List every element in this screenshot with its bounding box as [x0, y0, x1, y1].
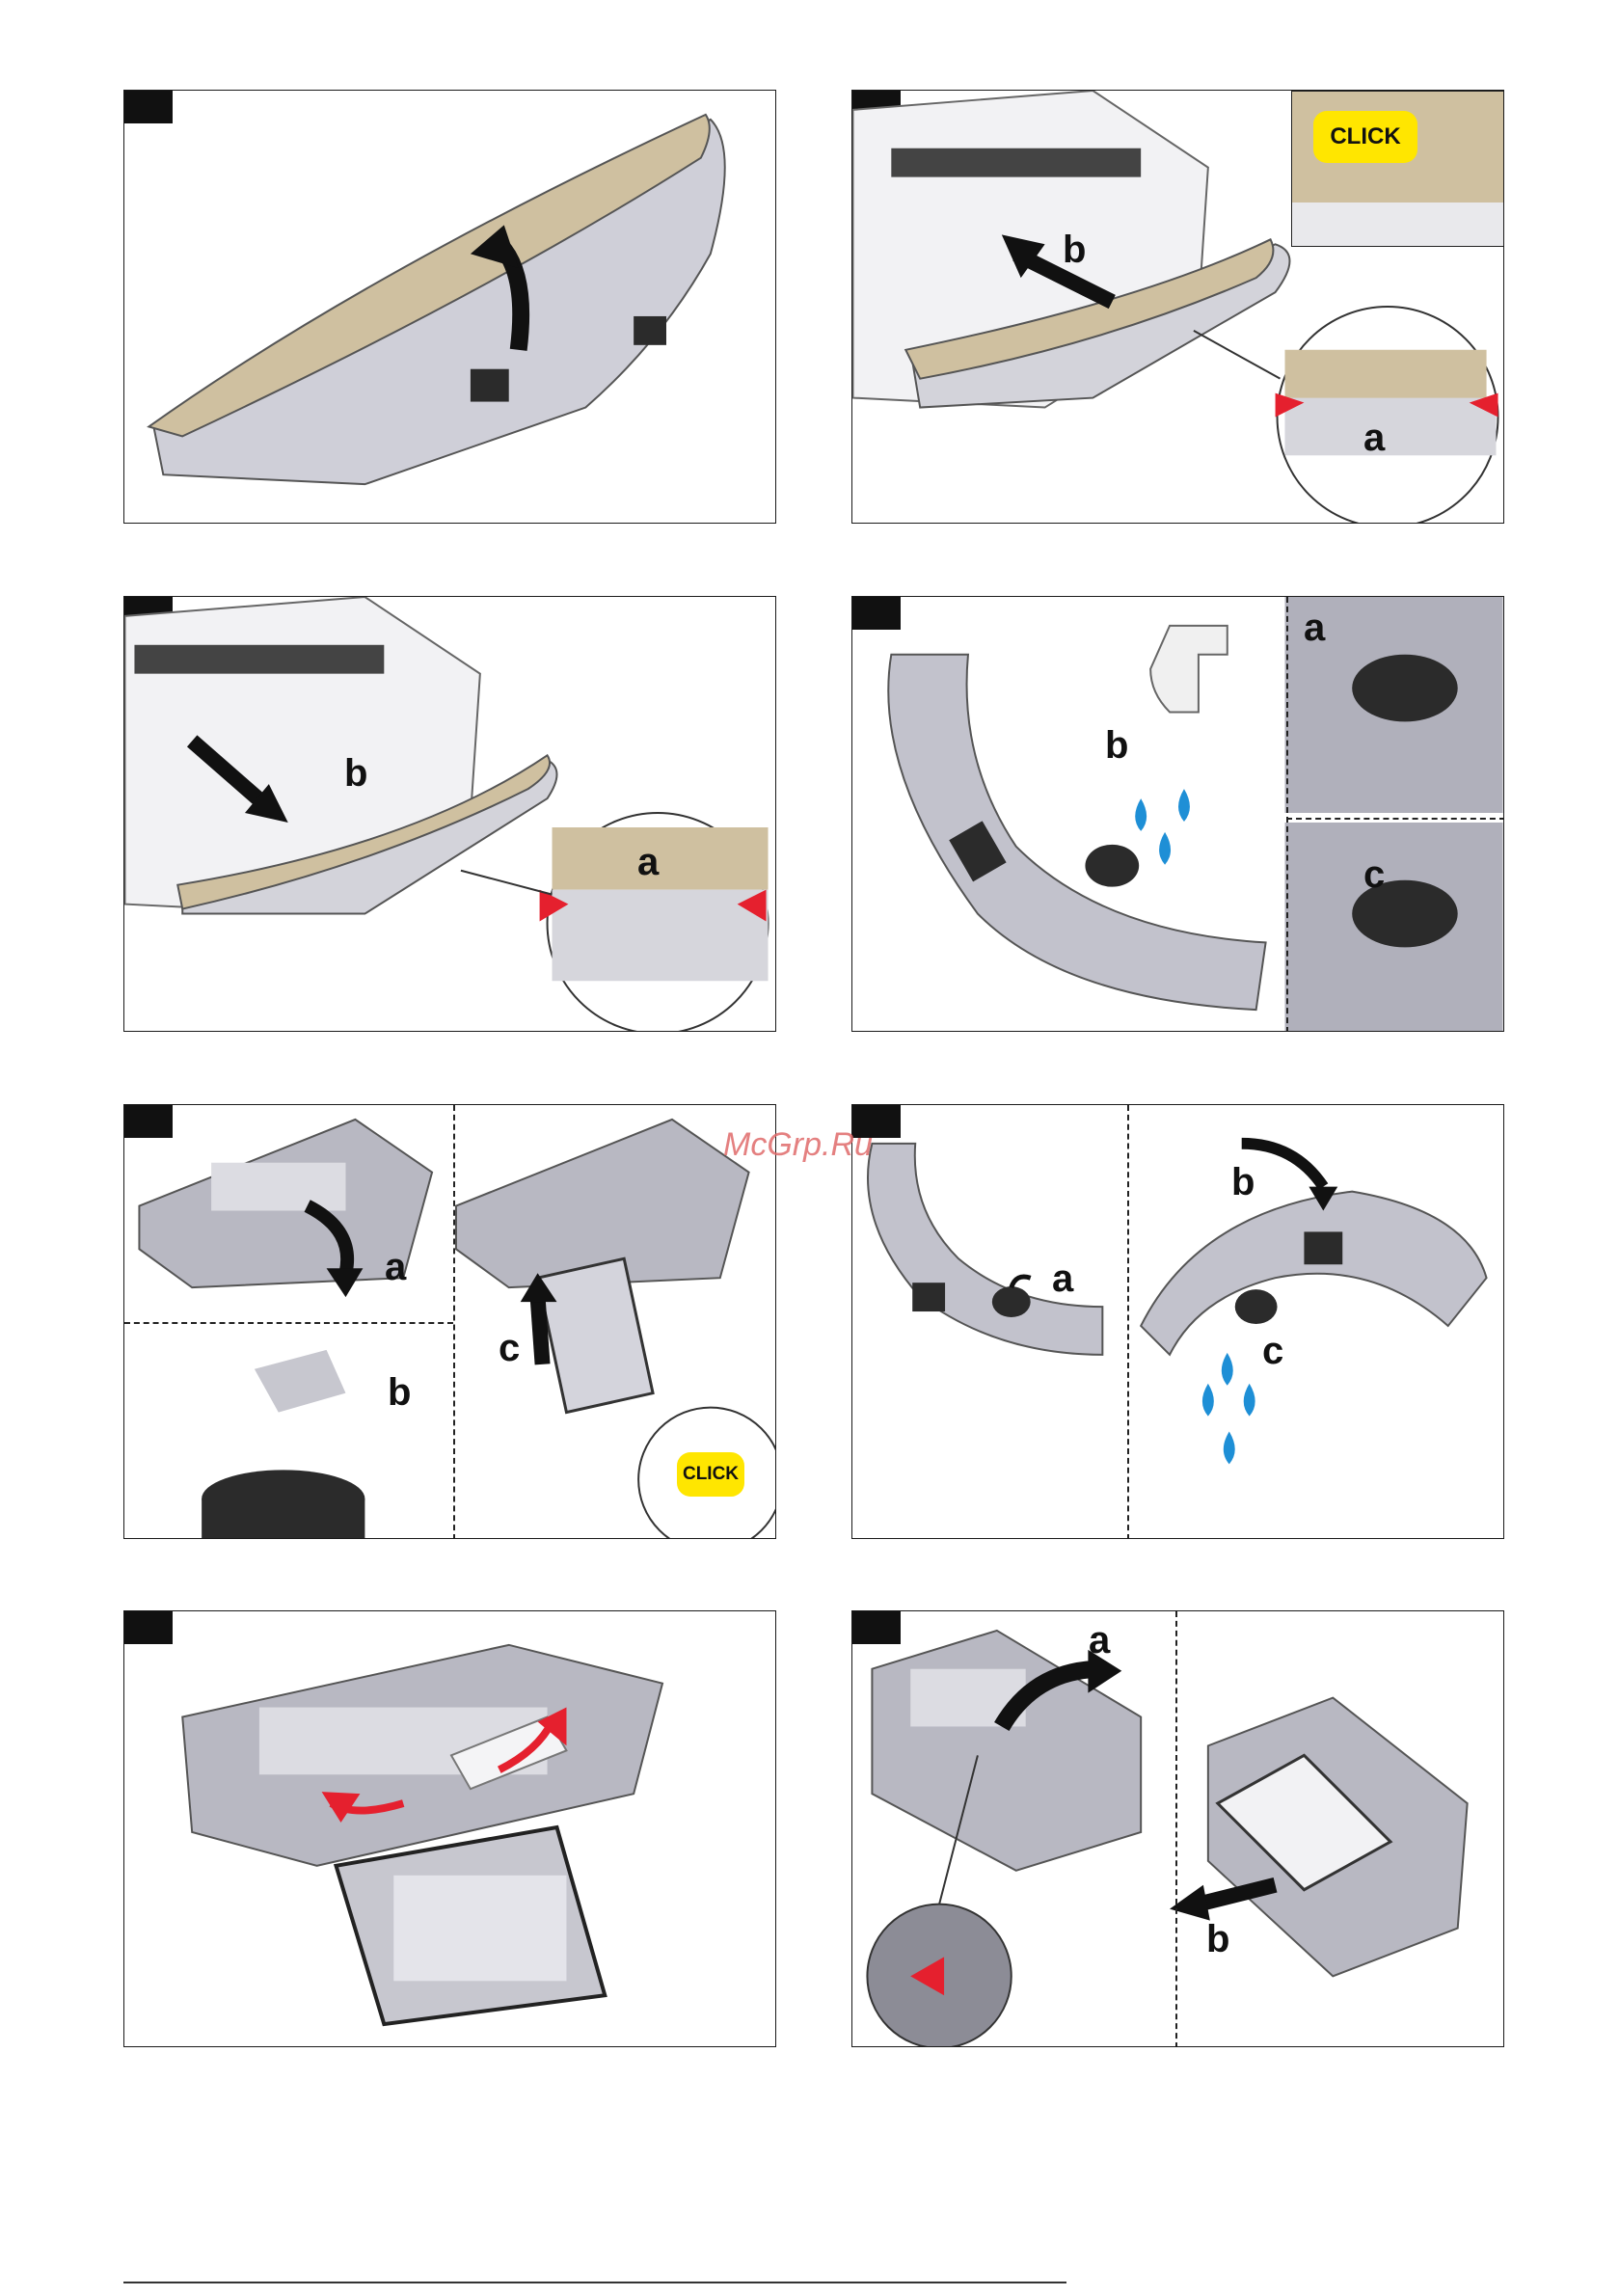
label-a: a	[385, 1248, 406, 1286]
label-a: a	[1363, 419, 1385, 457]
step-panel-7	[123, 1610, 776, 2047]
click-badge: CLICK	[1313, 111, 1417, 163]
footer-rule	[123, 2282, 1066, 2283]
divider-vertical	[1175, 1611, 1177, 2047]
label-b: b	[388, 1373, 411, 1412]
label-b: b	[1206, 1920, 1229, 1958]
step-panel-6: b a c	[851, 1104, 1504, 1539]
water-tank-drain-illustration	[852, 1105, 1503, 1538]
label-b: b	[344, 754, 367, 793]
robot-mop-detach-illustration	[124, 597, 775, 1031]
watermark: McGrp.Ru	[723, 1126, 873, 1164]
click-badge: CLICK	[677, 1452, 744, 1497]
divider-horizontal	[1286, 818, 1504, 820]
filter-remove-illustration	[852, 1611, 1503, 2046]
label-a: a	[637, 843, 659, 881]
label-b: b	[1063, 230, 1086, 269]
label-c: c	[499, 1329, 520, 1367]
click-detail-inset: CLICK	[1291, 91, 1504, 247]
step-panel-4: a b c	[851, 596, 1504, 1032]
divider-horizontal	[124, 1322, 453, 1324]
label-c: c	[1262, 1332, 1283, 1370]
label-c: c	[1363, 855, 1385, 894]
label-a: a	[1052, 1259, 1073, 1298]
step-panel-3: b a	[123, 596, 776, 1032]
dust-bin-brush-illustration	[124, 1611, 775, 2046]
step-panel-5: CLICK a b c	[123, 1104, 776, 1539]
water-tank-fill-illustration	[852, 597, 1503, 1031]
divider-vertical	[1286, 597, 1288, 1032]
step-panel-2: CLICK b a	[851, 90, 1504, 524]
label-b: b	[1105, 726, 1128, 765]
label-a: a	[1304, 608, 1325, 647]
label-a: a	[1089, 1621, 1110, 1660]
mop-pad-illustration	[124, 91, 775, 523]
divider-vertical	[453, 1105, 455, 1539]
label-b: b	[1231, 1163, 1255, 1202]
step-panel-1	[123, 90, 776, 524]
divider-vertical	[1127, 1105, 1129, 1539]
step-panel-8: a b	[851, 1610, 1504, 2047]
